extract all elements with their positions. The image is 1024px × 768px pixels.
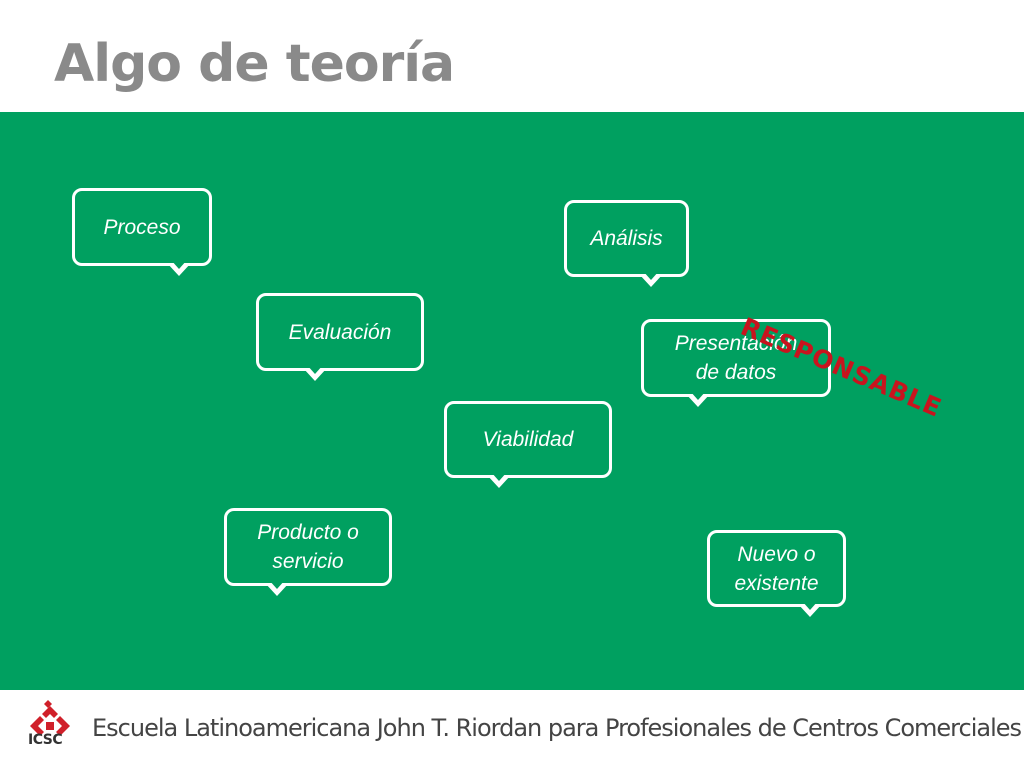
- bubble-tail: [303, 365, 327, 381]
- bubble-tail: [265, 580, 289, 596]
- footer: ICSC Escuela Latinoamericana John T. Rio…: [0, 690, 1024, 768]
- bubble-label: Proceso: [103, 215, 181, 239]
- logo-text: ICSC: [28, 732, 63, 748]
- bubble-analisis: Análisis: [564, 200, 689, 287]
- bubble-tail: [487, 472, 511, 488]
- bubble-producto: Producto o servicio: [224, 508, 392, 596]
- bubble-evaluacion: Evaluación: [256, 293, 424, 381]
- bubble-presentacion: Presentación de datos: [641, 319, 831, 407]
- bubble-label: Análisis: [590, 227, 663, 250]
- icsc-logo-icon: [30, 700, 70, 736]
- bubble-label: Presentación de datos: [674, 332, 798, 384]
- slide-title: Algo de teoría: [54, 34, 455, 94]
- content-panel: Proceso Análisis Evaluación Presentación…: [0, 112, 1024, 690]
- bubble-label: Nuevo o existente: [734, 542, 819, 595]
- bubble-tail: [639, 271, 663, 287]
- bubble-label: Evaluación: [288, 320, 392, 344]
- bubble-label: Producto o servicio: [257, 521, 359, 573]
- bubble-tail: [167, 260, 191, 276]
- bubble-tail: [686, 391, 710, 407]
- bubble-label: Viabilidad: [482, 428, 574, 451]
- bubble-viabilidad: Viabilidad: [444, 401, 612, 488]
- footer-text: Escuela Latinoamericana John T. Riordan …: [92, 714, 1022, 742]
- bubble-tail: [798, 601, 822, 617]
- bubble-proceso: Proceso: [72, 188, 212, 276]
- bubble-nuevo: Nuevo o existente: [707, 530, 846, 617]
